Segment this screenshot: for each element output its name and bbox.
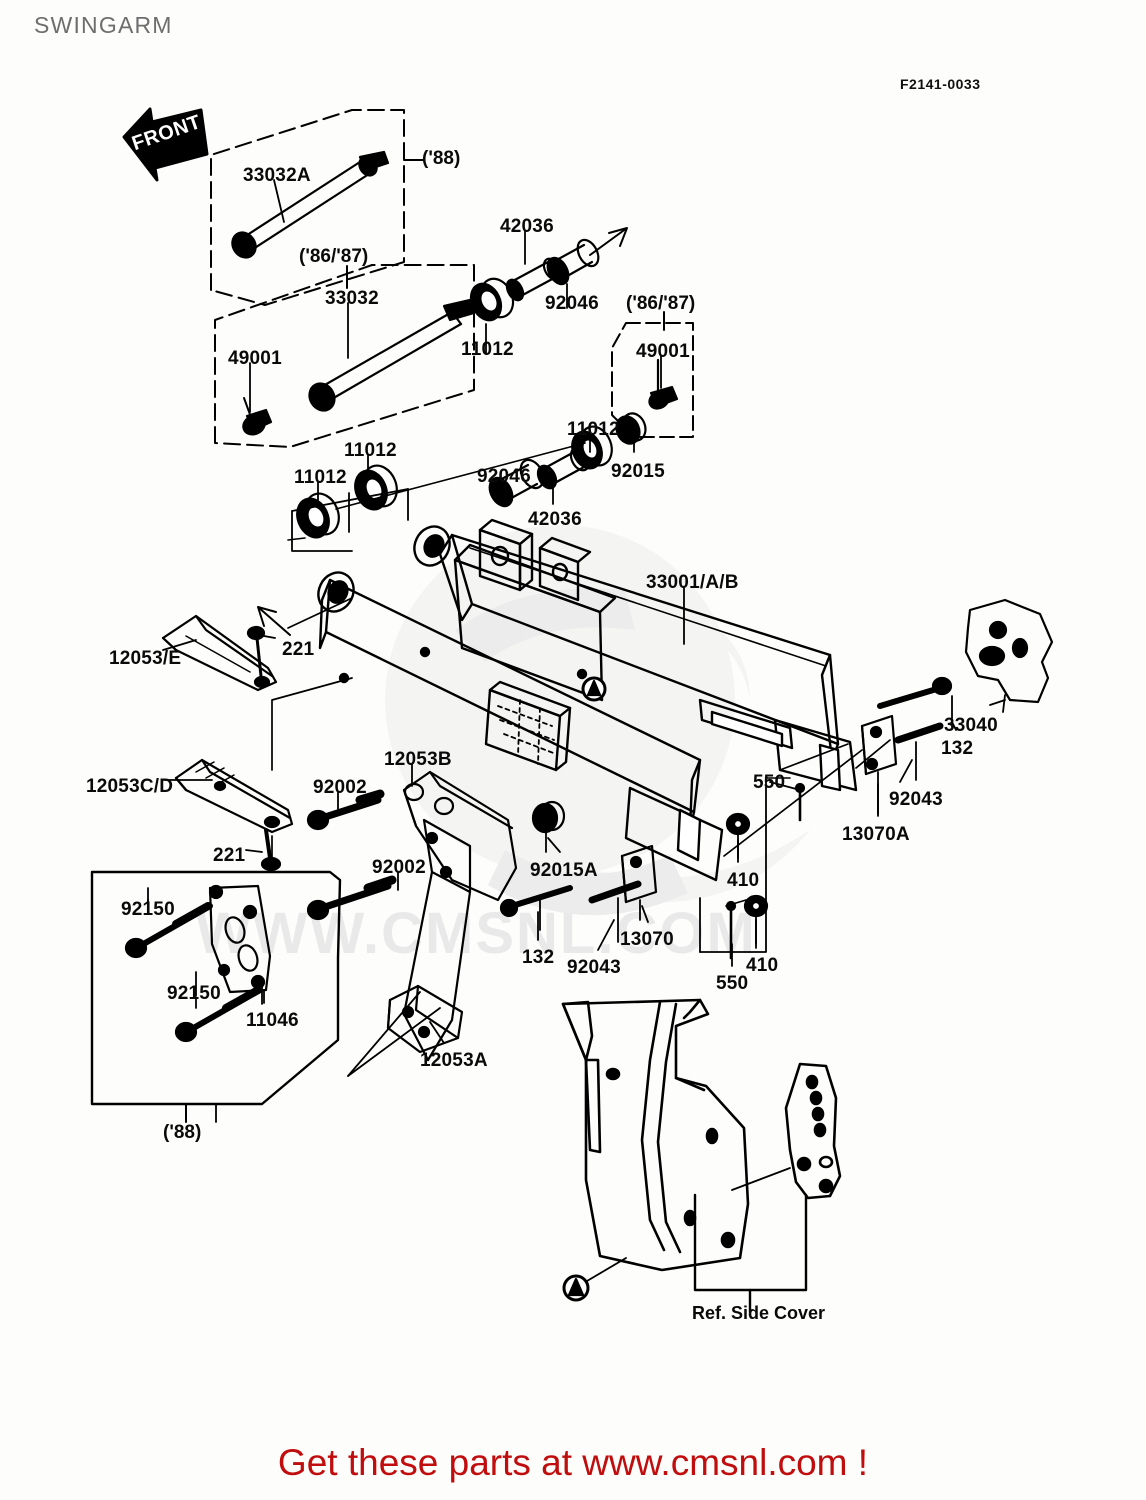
callout-12053B: 12053B bbox=[384, 749, 452, 770]
callout-12053A: 12053A bbox=[420, 1050, 488, 1071]
year-label-8687-top: ('86/'87) bbox=[299, 246, 369, 267]
callout-11012-a: 11012 bbox=[461, 339, 514, 360]
callout-410-a: 410 bbox=[727, 870, 760, 891]
callout-33040: 33040 bbox=[944, 715, 998, 736]
callout-11012-c: 11012 bbox=[344, 440, 397, 461]
section-marker-a-bottom bbox=[562, 1257, 627, 1302]
part-92043-pin-right bbox=[894, 722, 944, 781]
callout-92043-mid: 92043 bbox=[567, 957, 621, 978]
callout-550-right: 550 bbox=[753, 772, 786, 793]
year-label-88-bottom: ('88) bbox=[163, 1122, 202, 1143]
part-33032-shaft bbox=[308, 298, 476, 412]
callout-92043-right: 92043 bbox=[889, 789, 943, 810]
part-49001-left bbox=[242, 397, 273, 436]
part-92015A-nut bbox=[531, 800, 566, 853]
callout-13070: 13070 bbox=[620, 929, 674, 950]
part-12053CD-slider bbox=[174, 758, 294, 834]
callout-11012-d: 11012 bbox=[294, 467, 347, 488]
callout-49001-right: 49001 bbox=[636, 341, 690, 362]
part-221-bolt-top bbox=[246, 625, 266, 678]
part-410-washer-a bbox=[725, 812, 751, 859]
part-33001-swingarm bbox=[317, 518, 858, 882]
year-label-88-top: ('88) bbox=[422, 148, 461, 169]
callout-42036-top: 42036 bbox=[500, 216, 554, 237]
callout-12053E: 12053/E bbox=[109, 648, 182, 669]
diagram-code: F2141-0033 bbox=[900, 76, 981, 92]
callout-92002-a: 92002 bbox=[313, 777, 367, 798]
callout-92015A: 92015A bbox=[530, 860, 598, 881]
callout-11012-b: 11012 bbox=[567, 419, 620, 440]
part-92046-bush-top bbox=[546, 238, 600, 286]
part-132-bolt-right bbox=[877, 676, 953, 727]
part-42036-sleeve-mid bbox=[536, 446, 591, 490]
page-title: SWINGARM bbox=[34, 12, 173, 38]
callout-550-bottom: 550 bbox=[716, 973, 749, 994]
part-49001-right bbox=[648, 358, 679, 410]
part-12053A-slipper bbox=[386, 984, 464, 1054]
ref-side-cover-drawing bbox=[561, 998, 842, 1272]
ref-side-cover-bracket bbox=[693, 1193, 808, 1314]
callout-221-top: 221 bbox=[282, 639, 315, 660]
callout-92150-b: 92150 bbox=[167, 983, 221, 1004]
callout-42036-mid: 42036 bbox=[528, 509, 582, 530]
footer-tagline: Get these parts at www.cmsnl.com ! bbox=[277, 1442, 869, 1483]
ref-side-cover-caption: Ref. Side Cover bbox=[692, 1303, 826, 1323]
callout-410-b: 410 bbox=[746, 955, 779, 976]
section-marker-a-top bbox=[581, 676, 607, 702]
callout-13070A: 13070A bbox=[842, 824, 910, 845]
callout-33032A: 33032A bbox=[243, 165, 311, 186]
part-11012-mid-2 bbox=[354, 464, 398, 511]
callout-132-mid: 132 bbox=[522, 947, 555, 968]
part-33040-bracket bbox=[964, 598, 1054, 713]
callout-33032: 33032 bbox=[325, 288, 379, 309]
front-marker-label: FRONT bbox=[129, 111, 204, 156]
callout-92046-mid: 92046 bbox=[477, 466, 531, 487]
callout-11046: 11046 bbox=[246, 1010, 299, 1031]
year-label-8687-right: ('86/'87) bbox=[626, 293, 696, 314]
year-box-leaders bbox=[185, 265, 665, 1123]
callout-49001-left: 49001 bbox=[228, 348, 282, 369]
callout-92015: 92015 bbox=[611, 461, 665, 482]
callout-132-right: 132 bbox=[941, 738, 974, 759]
year-box-88-top bbox=[210, 109, 405, 306]
part-92002-bolt-a bbox=[306, 789, 385, 831]
callout-92002-b: 92002 bbox=[372, 857, 426, 878]
callout-92150-a: 92150 bbox=[121, 899, 175, 920]
callout-12053CD: 12053C/D bbox=[86, 776, 174, 797]
part-11012-mid-1 bbox=[296, 492, 340, 539]
part-11012-upper-bearing bbox=[469, 277, 515, 322]
part-221-bolt-bottom bbox=[260, 828, 282, 872]
callout-221-bottom: 221 bbox=[213, 845, 246, 866]
callout-33001: 33001/A/B bbox=[646, 572, 739, 593]
callout-92046-top: 92046 bbox=[545, 293, 599, 314]
